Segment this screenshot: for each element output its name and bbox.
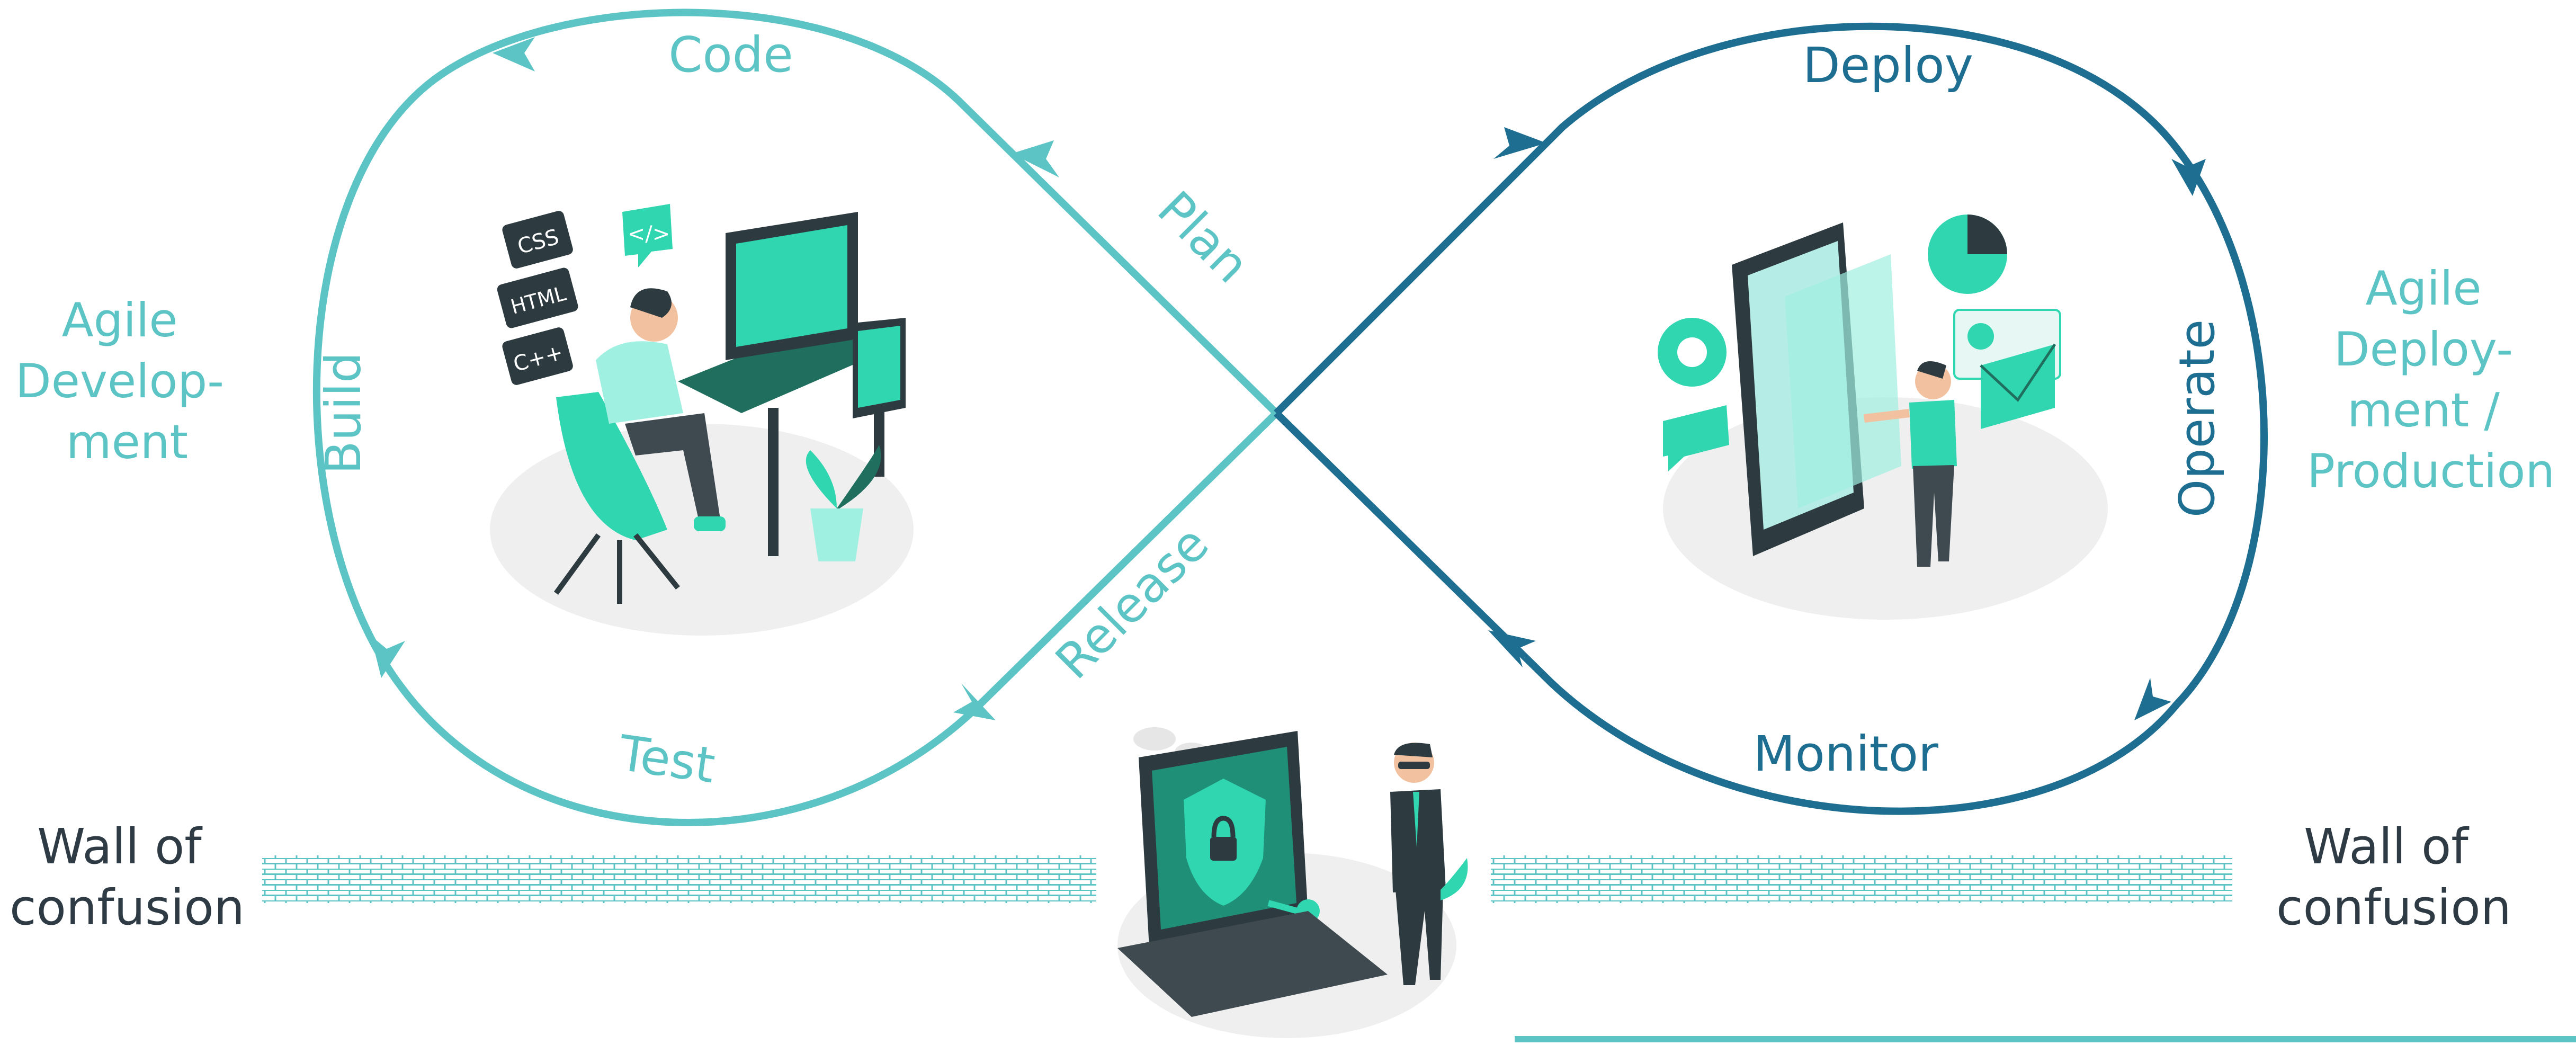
ops-loop-path — [1274, 22, 2268, 815]
ops-loop-arrows — [1488, 127, 2206, 720]
arrow-icon — [493, 37, 535, 72]
side-label-agile-development: Agile Develop- ment — [15, 293, 239, 469]
ops-loop — [1274, 22, 2268, 815]
stage-label-plan: Plan — [1147, 181, 1260, 294]
side-label-agile-deployment: Agile Deploy- ment / Production — [2307, 261, 2555, 498]
arrow-icon — [2171, 159, 2206, 196]
stage-label-deploy: Deploy — [1803, 37, 1973, 94]
arrow-icon — [371, 636, 405, 678]
stage-label-test: Test — [615, 725, 718, 794]
arrow-icon — [1012, 140, 1059, 177]
dev-loop-arrows — [371, 37, 1059, 720]
stage-label-code: Code — [668, 26, 793, 83]
arrow-icon — [2134, 678, 2171, 720]
developer-at-desk-icon: CSS HTML C++ </> — [490, 204, 914, 636]
stage-label-build: Build — [315, 352, 372, 475]
dev-loop-path — [312, 8, 1279, 826]
stage-label-monitor: Monitor — [1753, 726, 1938, 782]
stage-label-operate: Operate — [2169, 319, 2225, 517]
svg-text:</>: </> — [628, 222, 670, 246]
tablet-deployment-icon — [1658, 215, 2108, 620]
laptop-security-guard-icon — [1117, 727, 1468, 1038]
stage-label-release: Release — [1045, 515, 1220, 690]
wall-label-left: Wall of confusion — [10, 818, 245, 936]
wall-label-right: Wall of confusion — [2276, 818, 2511, 936]
wall-of-confusion-left — [262, 855, 1096, 903]
wall-of-confusion-right — [1491, 855, 2232, 903]
arrow-icon — [1493, 127, 1546, 159]
arrow-icon — [1488, 630, 1536, 667]
dev-loop — [312, 8, 1279, 826]
arrow-icon — [953, 683, 996, 720]
